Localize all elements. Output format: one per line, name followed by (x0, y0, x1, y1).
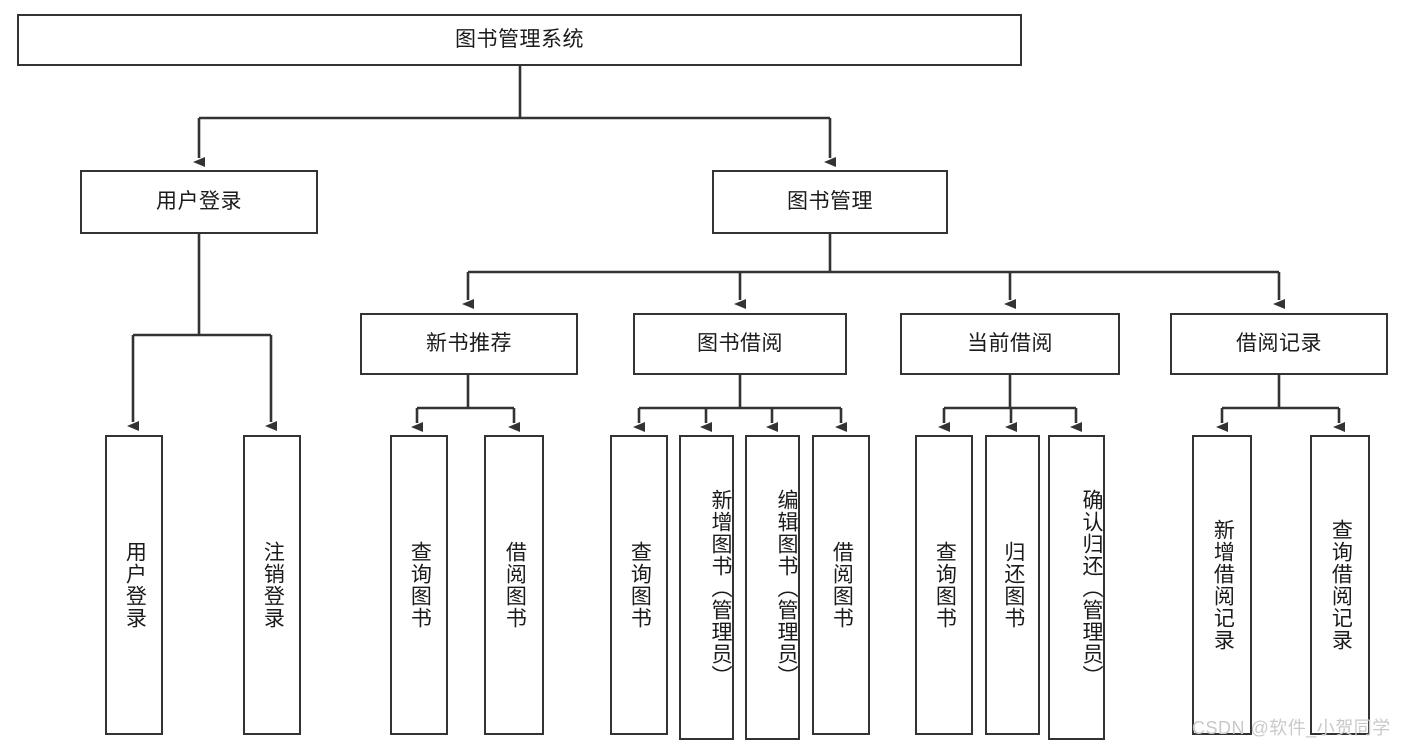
node-leaf-borrow-book-recommend[interactable]: 借阅图书 (484, 435, 544, 735)
node-leaf-borrow-book[interactable]: 借阅图书 (812, 435, 870, 735)
node-label: 借阅记录 (1236, 331, 1322, 355)
node-label: 确认归还（管理员） (1080, 488, 1103, 687)
node-leaf-query-borrow-record[interactable]: 查询借阅记录 (1310, 435, 1370, 735)
node-root-book-management-system[interactable]: 图书管理系统 (17, 14, 1022, 66)
node-label: 图书管理系统 (455, 27, 584, 51)
node-label: 新增借阅记录 (1211, 519, 1235, 651)
node-label: 用户登录 (156, 189, 242, 213)
node-label: 图书借阅 (697, 331, 783, 355)
node-book-borrow[interactable]: 图书借阅 (633, 313, 847, 375)
node-label: 编辑图书（管理员） (775, 488, 798, 687)
node-leaf-user-login[interactable]: 用户登录 (105, 435, 163, 735)
node-label: 用户登录 (123, 541, 147, 629)
node-label: 查询图书 (628, 541, 652, 629)
node-current-borrow[interactable]: 当前借阅 (900, 313, 1120, 375)
node-new-book-recommend[interactable]: 新书推荐 (360, 313, 578, 375)
node-user-login[interactable]: 用户登录 (80, 170, 318, 234)
node-leaf-logout[interactable]: 注销登录 (243, 435, 301, 735)
node-leaf-return-book[interactable]: 归还图书 (985, 435, 1040, 735)
node-label: 查询图书 (933, 541, 957, 629)
node-label: 新增图书（管理员） (709, 488, 732, 687)
csdn-watermark: CSDN @软件_小贺同学 (1192, 718, 1391, 738)
node-leaf-edit-book-admin[interactable]: 编辑图书（管理员） (745, 435, 800, 740)
node-label: 借阅图书 (503, 541, 527, 629)
node-leaf-query-book-borrow[interactable]: 查询图书 (610, 435, 668, 735)
node-leaf-confirm-return-admin[interactable]: 确认归还（管理员） (1048, 435, 1105, 740)
node-label: 查询借阅记录 (1329, 519, 1353, 651)
node-book-management[interactable]: 图书管理 (712, 170, 948, 234)
node-leaf-add-borrow-record[interactable]: 新增借阅记录 (1192, 435, 1252, 735)
node-leaf-query-book-current[interactable]: 查询图书 (915, 435, 973, 735)
node-label: 注销登录 (261, 541, 285, 629)
node-label: 新书推荐 (426, 331, 512, 355)
node-label: 当前借阅 (967, 331, 1053, 355)
node-label: 借阅图书 (830, 541, 854, 629)
node-label: 图书管理 (787, 189, 873, 213)
node-label: 查询图书 (408, 541, 432, 629)
node-leaf-add-book-admin[interactable]: 新增图书（管理员） (679, 435, 734, 740)
node-leaf-query-book-recommend[interactable]: 查询图书 (390, 435, 448, 735)
node-label: 归还图书 (1001, 541, 1025, 629)
node-borrow-record[interactable]: 借阅记录 (1170, 313, 1388, 375)
